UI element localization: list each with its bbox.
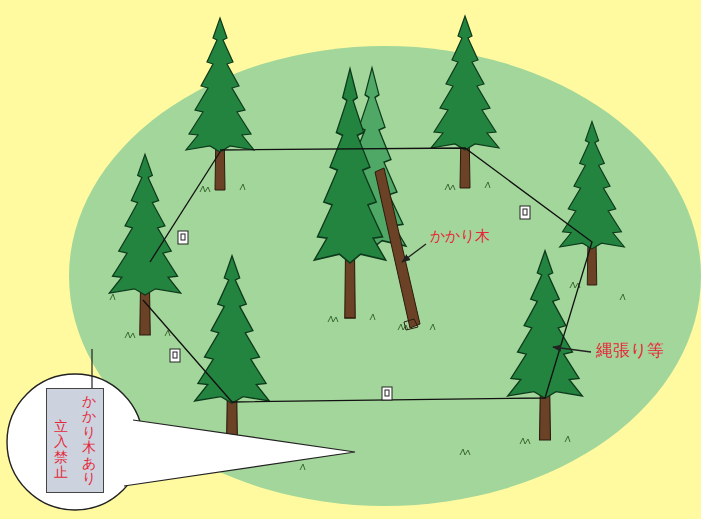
- hung-tree-trunk: [375, 168, 420, 328]
- rope-sign: [170, 206, 530, 400]
- trunk-base: [404, 319, 418, 330]
- tree: [431, 16, 499, 188]
- warning-sign: かかり木あり立入禁止: [46, 388, 104, 493]
- tree: [560, 122, 625, 285]
- center-tree-canopy: [314, 69, 385, 263]
- leader-line: [402, 244, 426, 262]
- callout-pointer: [124, 420, 355, 486]
- tree: [508, 251, 583, 440]
- rope-label: 縄張り等: [596, 341, 664, 360]
- tree-label: かかり木: [430, 228, 490, 245]
- rope: [143, 148, 592, 402]
- tree: [186, 18, 254, 190]
- rope: [150, 152, 220, 262]
- sign-text: かかり木あり: [82, 394, 96, 486]
- sign-string: [91, 349, 92, 388]
- sign-text: 立入禁止: [54, 419, 68, 481]
- ground-ellipse: [69, 46, 701, 506]
- tree: [195, 256, 270, 445]
- leader-line: [553, 347, 591, 352]
- tree: [109, 154, 180, 335]
- callout-pointer: [100, 420, 355, 486]
